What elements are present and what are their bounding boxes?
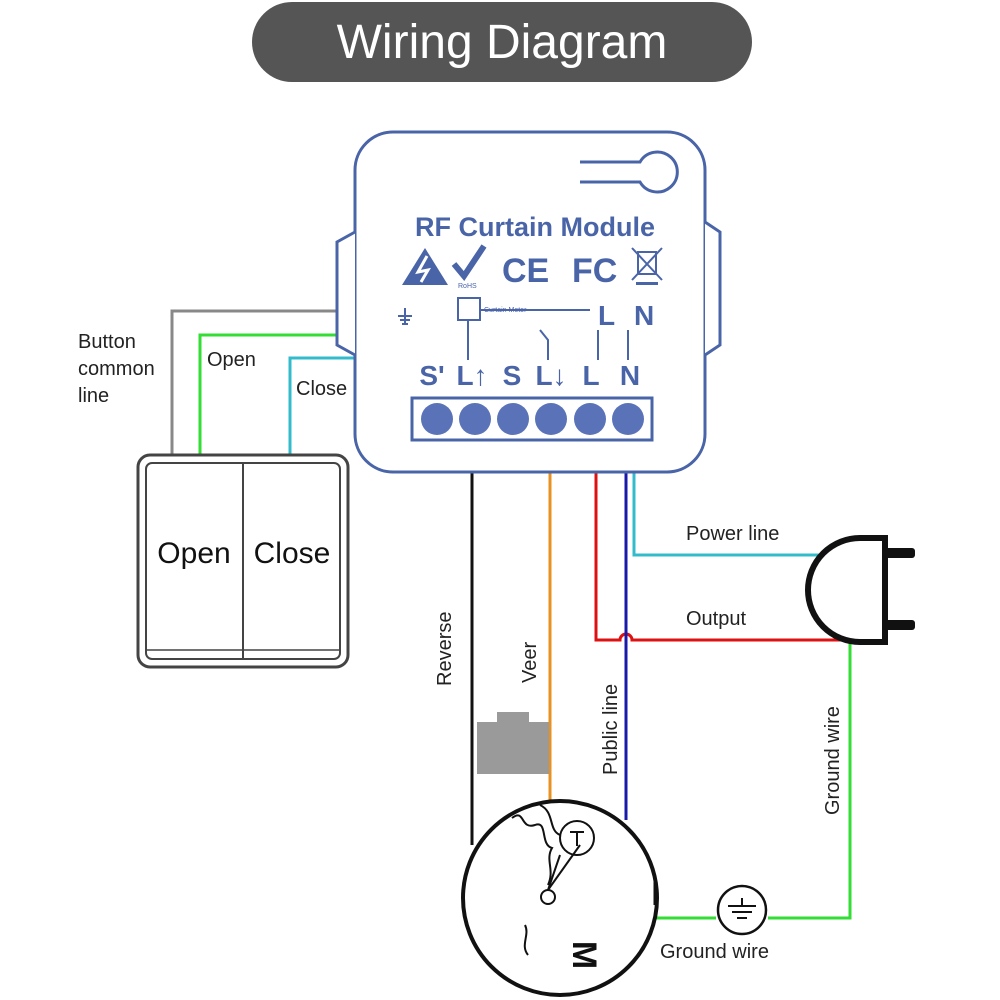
- inner-label: Curtain Motor: [484, 307, 527, 314]
- switch-close-label: Close: [254, 537, 331, 570]
- power-line-label: Power line: [686, 523, 779, 545]
- terminal-label-l-up: L↑: [456, 360, 487, 391]
- veer-label: Veer: [519, 642, 541, 683]
- terminal-s-prime: [421, 403, 453, 435]
- terminal-n: [612, 403, 644, 435]
- internal-schematic: [398, 297, 629, 360]
- top-terminal-n: N: [634, 300, 654, 331]
- capacitor: [477, 722, 549, 774]
- close-wire-label: Close: [296, 378, 347, 400]
- terminal-l: [574, 403, 606, 435]
- button-common-label-1: Button: [78, 331, 136, 353]
- warning-icon: [402, 248, 448, 285]
- terminal-label-n: N: [620, 360, 640, 391]
- motor-housing: [461, 799, 659, 997]
- button-common-label-3: line: [78, 385, 109, 407]
- title: Wiring Diagram: [337, 16, 668, 69]
- public-line-label: Public line: [600, 684, 622, 775]
- open-wire-label: Open: [207, 349, 256, 371]
- top-terminal-l: L: [598, 300, 615, 331]
- terminal-l-up: [459, 403, 491, 435]
- rohs-label: RoHS: [458, 283, 477, 290]
- rohs-checkmark-icon: RoHS: [451, 244, 487, 290]
- rf-curtain-module: RF Curtain Module RoHS CE FC: [335, 130, 722, 474]
- terminal-label-l: L: [582, 360, 599, 391]
- weee-bin-icon: [631, 247, 663, 285]
- ce-mark: CE: [502, 252, 549, 290]
- mounting-slot: [580, 150, 679, 194]
- ground-wire-vertical: [768, 640, 852, 920]
- title-banner: [252, 2, 752, 82]
- button-common-label-2: common: [78, 358, 155, 380]
- power-plug-icon: [805, 535, 915, 645]
- terminal-label-s: S: [503, 360, 522, 391]
- terminal-l-down: [535, 403, 567, 435]
- switch-open-label: Open: [157, 537, 230, 570]
- double-switch: Open Close: [136, 453, 350, 669]
- terminal-label-s-prime: S': [419, 360, 444, 391]
- module-name: RF Curtain Module: [415, 212, 655, 242]
- ground-wire-vertical-label: Ground wire: [822, 706, 844, 815]
- terminal-label-l-down: L↓: [535, 360, 566, 391]
- fcc-mark: FC: [572, 252, 617, 290]
- output-label: Output: [686, 608, 746, 630]
- terminal-s: [497, 403, 529, 435]
- ground-icon: [716, 884, 768, 936]
- motor-winding-icon: [511, 804, 595, 956]
- motor: M: [461, 712, 659, 997]
- reverse-label: Reverse: [434, 612, 456, 686]
- motor-label: M: [565, 941, 603, 969]
- ground-wire-bottom-label: Ground wire: [660, 941, 769, 963]
